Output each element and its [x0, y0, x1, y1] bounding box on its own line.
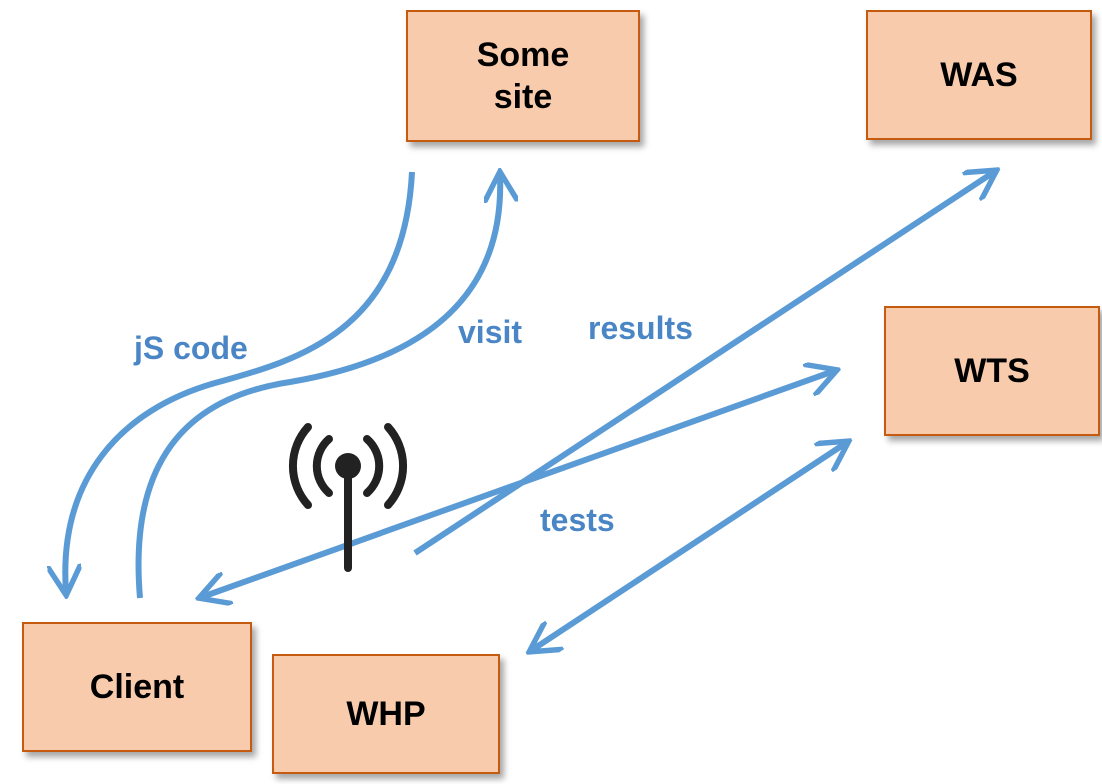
client-label: Client — [89, 667, 185, 706]
was-label: WAS — [940, 55, 1018, 94]
some-site-line2: site — [493, 78, 553, 116]
tests-label: tests — [540, 502, 615, 538]
results-label: results — [588, 310, 693, 346]
edge-js-code — [65, 171, 415, 592]
wts-node: WTS — [884, 306, 1100, 436]
client-node: Client — [22, 622, 252, 752]
wts-label: WTS — [954, 351, 1030, 390]
visit-label: visit — [458, 314, 523, 350]
js-code-label: jS code — [134, 330, 248, 366]
edge-wts-client — [202, 371, 834, 597]
whp-node: WHP — [272, 654, 500, 774]
some-site-line1: Some — [476, 35, 570, 74]
whp-label: WHP — [346, 694, 426, 733]
was-node: WAS — [866, 10, 1092, 140]
wireless-antenna-icon — [288, 423, 408, 572]
some-site-node: Some site — [406, 10, 640, 142]
edge-tests — [532, 443, 846, 650]
